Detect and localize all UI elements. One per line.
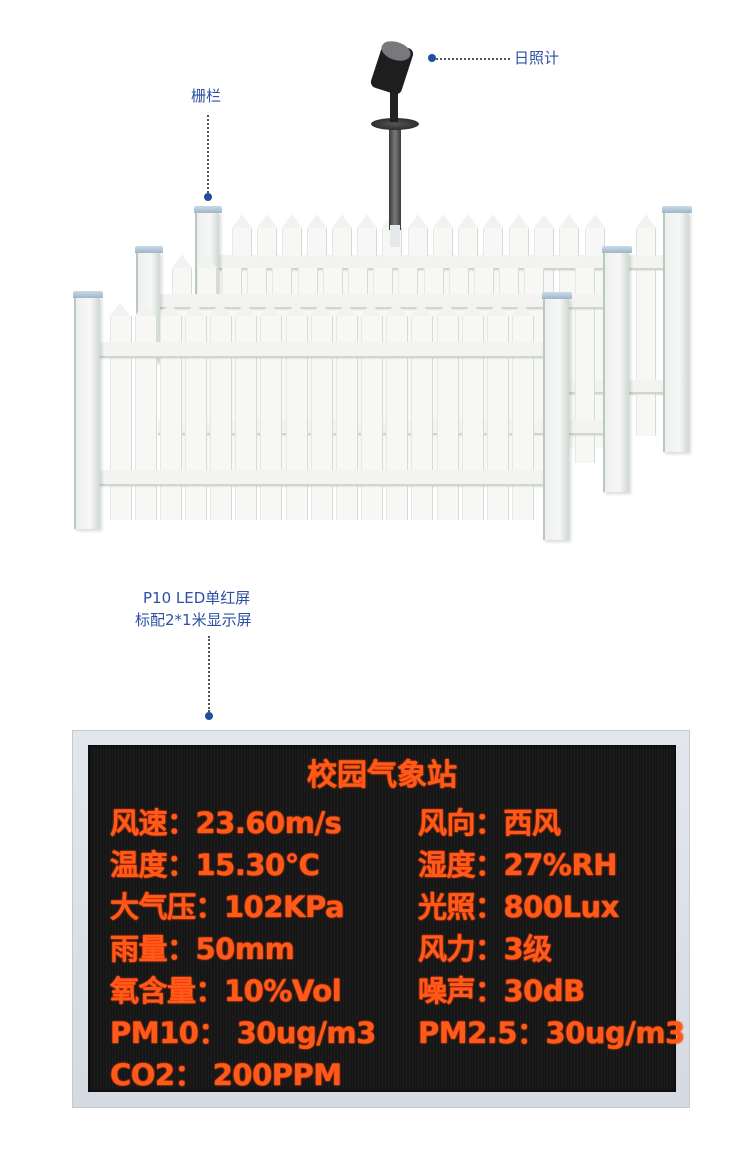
sensor-mount-disc (371, 118, 419, 130)
display-leader-line (208, 636, 210, 712)
fence-rail (97, 342, 545, 358)
fence-post (662, 206, 692, 452)
fence-picket (361, 302, 383, 520)
fence-picket (235, 302, 257, 520)
led-row-wind-force: 风力：3级 (418, 932, 552, 966)
pyranometer-marker-dot (428, 54, 436, 62)
led-screen: 校园气象站 风速：23.60m/s 风向：西风 温度：15.30℃ 湿度：27%… (88, 745, 685, 1092)
led-row-wind-direction: 风向：西风 (418, 806, 561, 840)
led-row-humidity: 湿度：27%RH (418, 848, 618, 882)
fence-picket (437, 302, 459, 520)
fence-picket (135, 302, 157, 520)
led-row-pressure: 大气压：102KPa (110, 890, 345, 924)
display-label-line1: P10 LED单红屏 (143, 589, 251, 607)
display-label-line2: 标配2*1米显示屏 (135, 611, 252, 629)
fence-leader-line (207, 115, 209, 193)
fence-rail (97, 470, 545, 486)
fence-label: 栅栏 (191, 87, 222, 105)
fence-post (542, 292, 572, 540)
fence-picket (575, 254, 595, 463)
led-title: 校园气象站 (307, 758, 457, 793)
fence-picket (260, 302, 282, 520)
fence-picket (462, 302, 484, 520)
fence-picket (487, 302, 509, 520)
led-row-co2: CO2： 200PPM (110, 1058, 342, 1092)
fence-picket (311, 302, 333, 520)
fence-picket (210, 302, 232, 520)
fence-post (602, 246, 632, 492)
fence-picket (411, 302, 433, 520)
fence-picket (110, 302, 132, 520)
sensor-arm (390, 80, 398, 122)
led-row-wind-speed: 风速：23.60m/s (110, 806, 342, 840)
fence-picket (336, 302, 358, 520)
led-row-oxygen: 氧含量：10%Vol (110, 974, 342, 1008)
fence-picket (512, 302, 534, 520)
led-row-pm10: PM10： 30ug/m3 (110, 1016, 376, 1050)
fence-picket (386, 302, 408, 520)
fence-post (73, 291, 103, 529)
fence-marker-dot (204, 193, 212, 201)
led-row-rainfall: 雨量：50mm (110, 932, 295, 966)
display-marker-dot (205, 712, 213, 720)
fence-picket (160, 302, 182, 520)
pyranometer-leader-line (436, 58, 510, 60)
pyranometer-label: 日照计 (514, 49, 560, 67)
led-row-noise: 噪声：30dB (418, 974, 585, 1008)
fence-picket (286, 302, 308, 520)
led-row-temperature: 温度：15.30℃ (110, 848, 320, 882)
sensor-pole (389, 125, 401, 230)
fence-picket (185, 302, 207, 520)
led-row-illuminance: 光照：800Lux (418, 890, 619, 924)
fence-image (0, 0, 750, 560)
led-row-pm25: PM2.5：30ug/m3 (418, 1016, 685, 1050)
sensor-pole-base (390, 225, 400, 247)
led-display-panel: 校园气象站 风速：23.60m/s 风向：西风 温度：15.30℃ 湿度：27%… (72, 730, 690, 1108)
